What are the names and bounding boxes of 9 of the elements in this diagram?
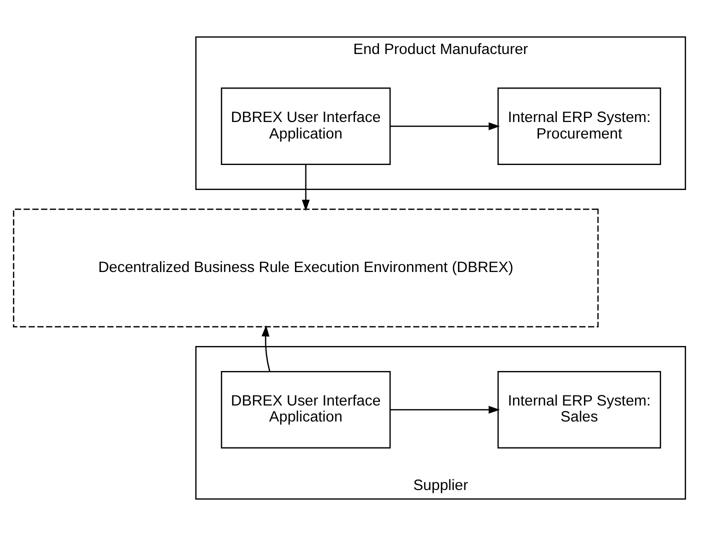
node-box: Decentralized Business Rule Execution Environment (DBREX) <box>12 208 599 328</box>
arrow <box>302 164 310 212</box>
node-box: Internal ERP System: Sales <box>497 371 662 448</box>
node-box: Internal ERP System: Procurement <box>497 88 662 165</box>
arrow <box>262 325 270 372</box>
node-box: DBREX User Interface Application <box>220 88 391 165</box>
arrow <box>390 122 500 130</box>
arrow <box>390 406 500 414</box>
node-box: DBREX User Interface Application <box>220 371 391 448</box>
